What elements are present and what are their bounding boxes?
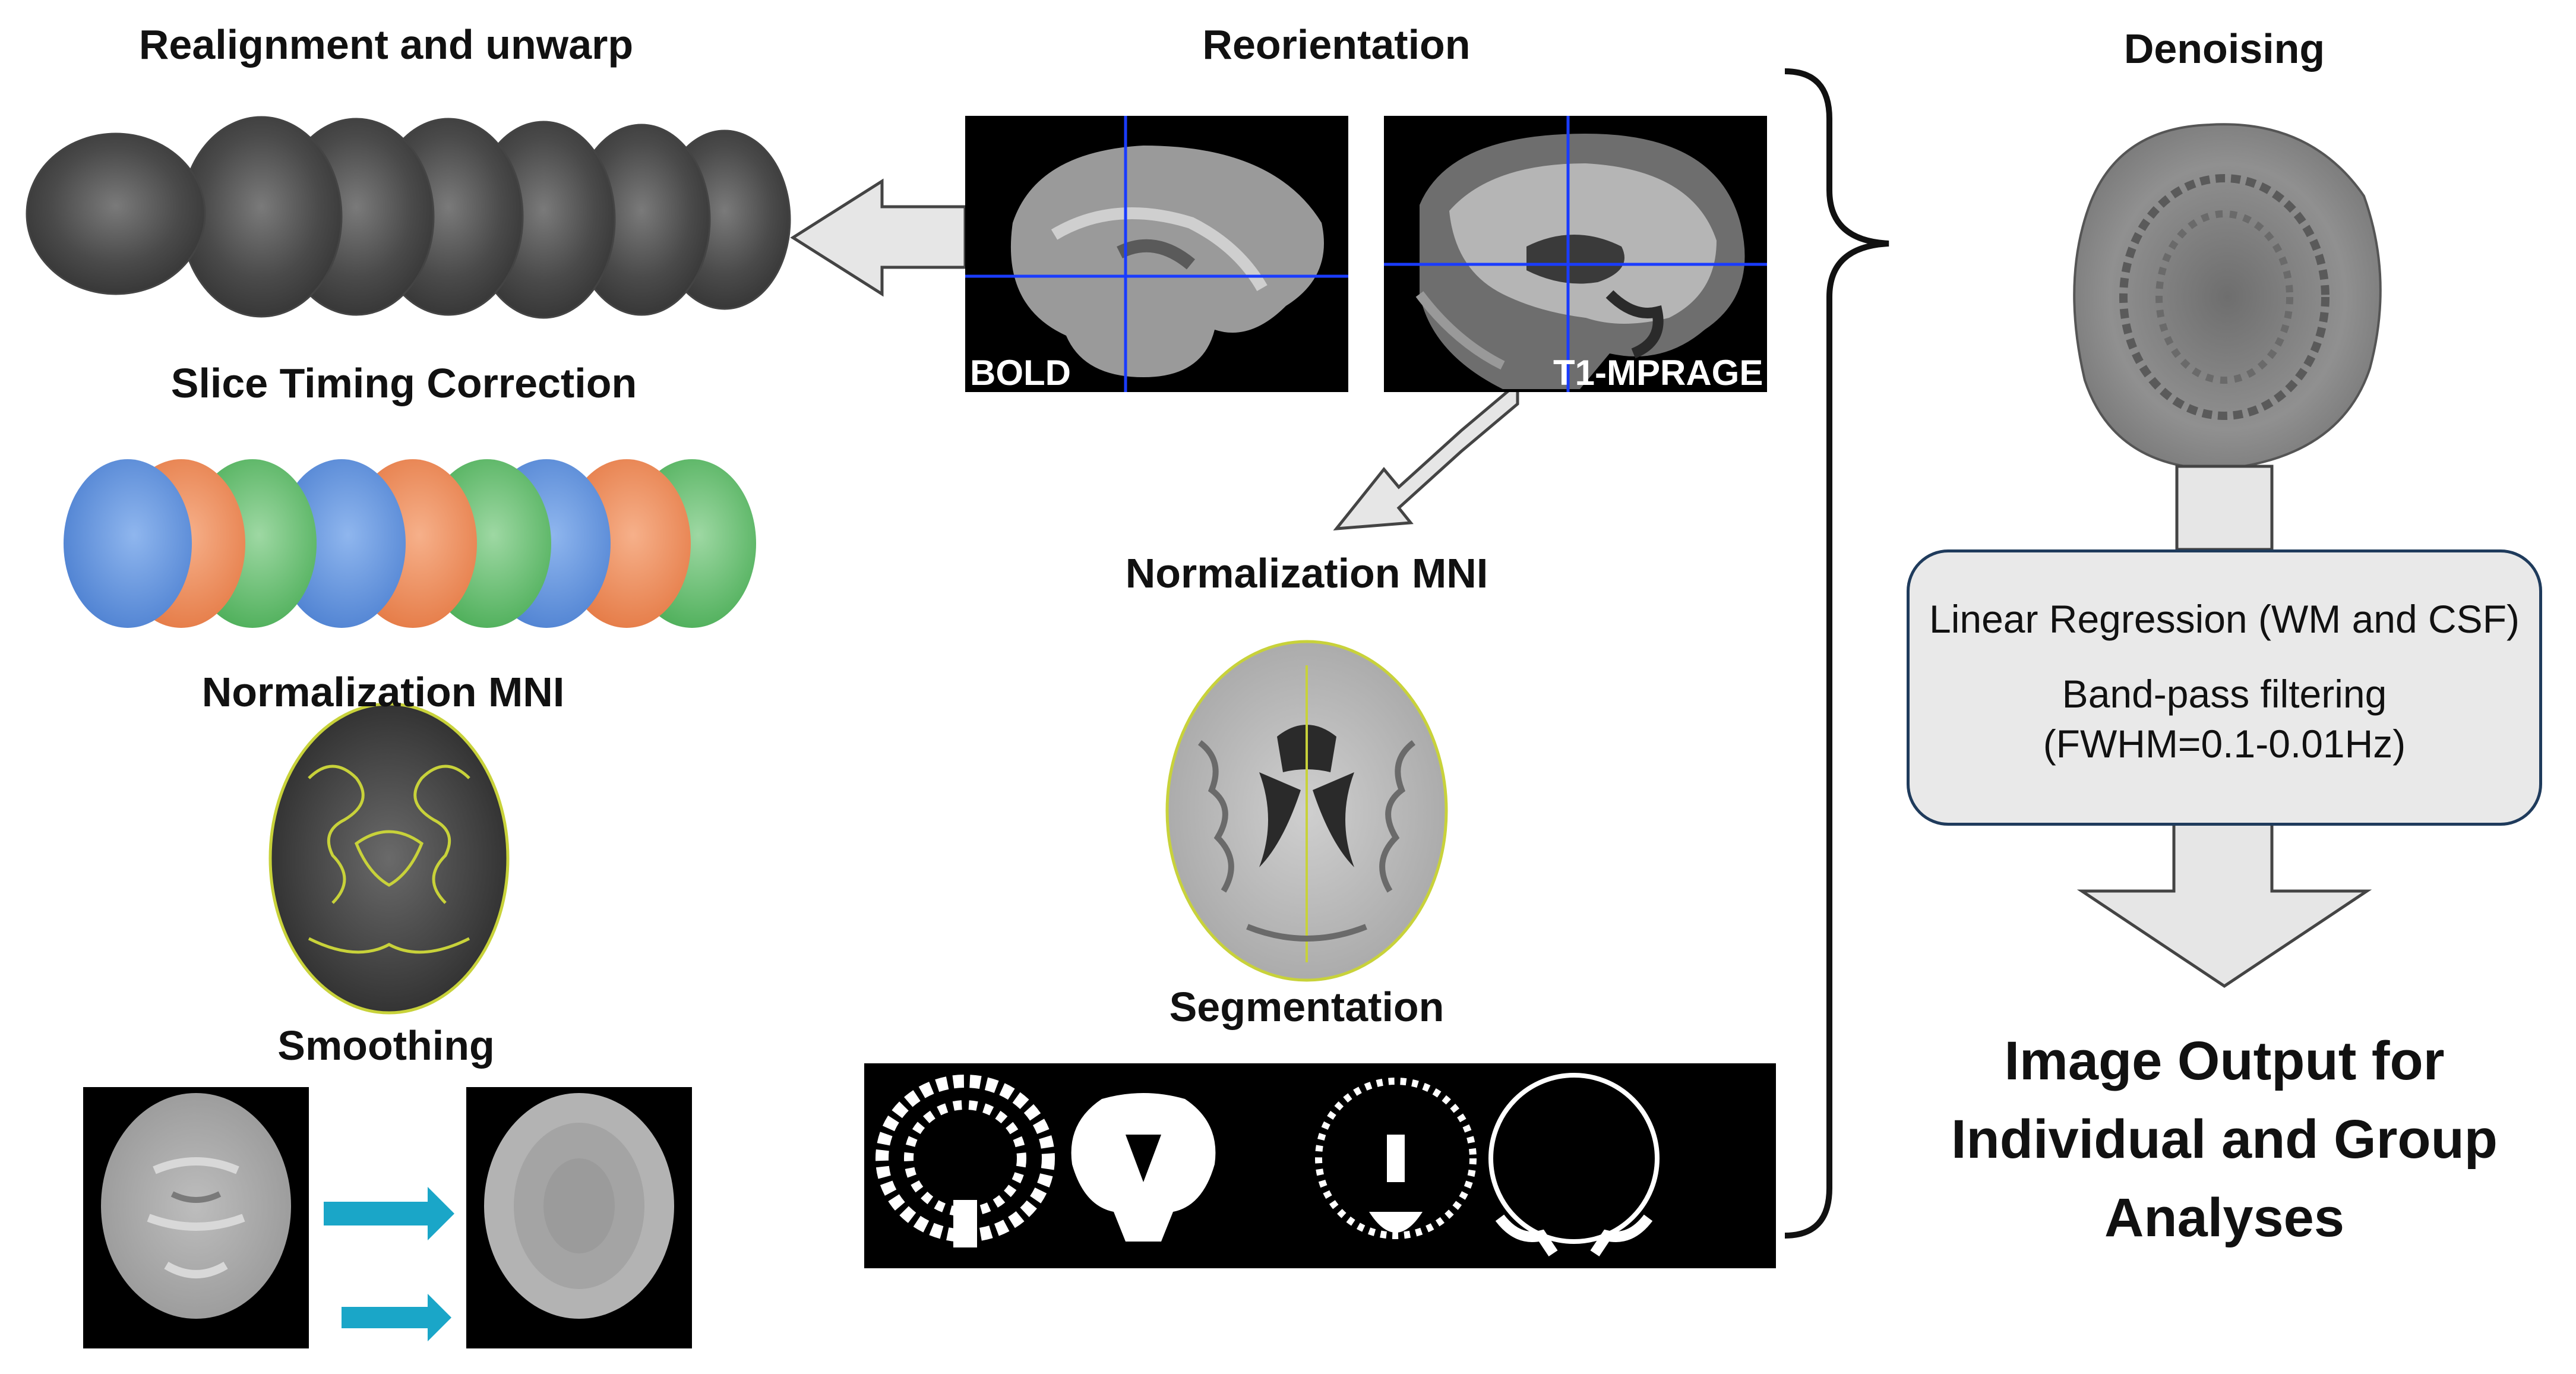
segmentation-skull xyxy=(1488,1073,1660,1256)
output-line-2: Individual and Group xyxy=(1951,1109,2498,1170)
norm-bold-brain xyxy=(268,702,510,1015)
output-line-1: Image Output for xyxy=(2004,1031,2445,1091)
linear-regression-text: Linear Regression (WM and CSF) xyxy=(1929,597,2520,641)
title-slice-timing: Slice Timing Correction xyxy=(170,360,637,406)
bold-image-panel: BOLD xyxy=(965,116,1348,392)
arrow-to-output xyxy=(2076,821,2372,988)
title-smoothing: Smoothing xyxy=(277,1022,495,1069)
bandpass-filter-text: Band-pass filtering xyxy=(2062,672,2387,716)
smoothing-after-panel xyxy=(466,1087,692,1348)
arrow-to-norm-t1 xyxy=(1333,380,1519,530)
title-normalization-bold: Normalization MNI xyxy=(201,669,565,715)
smoothing-before-panel xyxy=(83,1087,309,1348)
output-line-3: Analyses xyxy=(2104,1187,2345,1248)
fwhm-text: (FWHM=0.1-0.01Hz) xyxy=(2043,722,2406,766)
segmentation-csf xyxy=(1315,1078,1477,1239)
norm-t1-brain xyxy=(1165,640,1448,982)
segmentation-white-matter xyxy=(1071,1093,1216,1242)
arrow-to-realign xyxy=(790,178,967,297)
merge-brace xyxy=(1784,68,1889,1239)
title-normalization-t1: Normalization MNI xyxy=(1125,550,1488,596)
title-reorientation: Reorientation xyxy=(1202,21,1471,68)
segmentation-gray-matter xyxy=(875,1075,1055,1247)
bold-label: BOLD xyxy=(970,353,1071,392)
slice-timing-brain-stack xyxy=(64,459,756,628)
t1-image-panel: T1-MPRAGE xyxy=(1384,116,1767,392)
denoise-brain xyxy=(2073,123,2382,471)
title-denoising: Denoising xyxy=(2123,26,2325,72)
title-segmentation: Segmentation xyxy=(1169,984,1445,1030)
title-realignment: Realignment and unwarp xyxy=(138,21,634,68)
realign-brain-stack xyxy=(26,116,791,319)
output-title: Image Output for Individual and Group An… xyxy=(1886,1022,2563,1257)
denoise-connector xyxy=(2175,465,2274,551)
segmentation-strip xyxy=(864,1063,1776,1268)
t1-label: T1-MPRAGE xyxy=(1553,353,1763,392)
denoising-method-box: Linear Regression (WM and CSF) Band-pass… xyxy=(1907,549,2542,826)
